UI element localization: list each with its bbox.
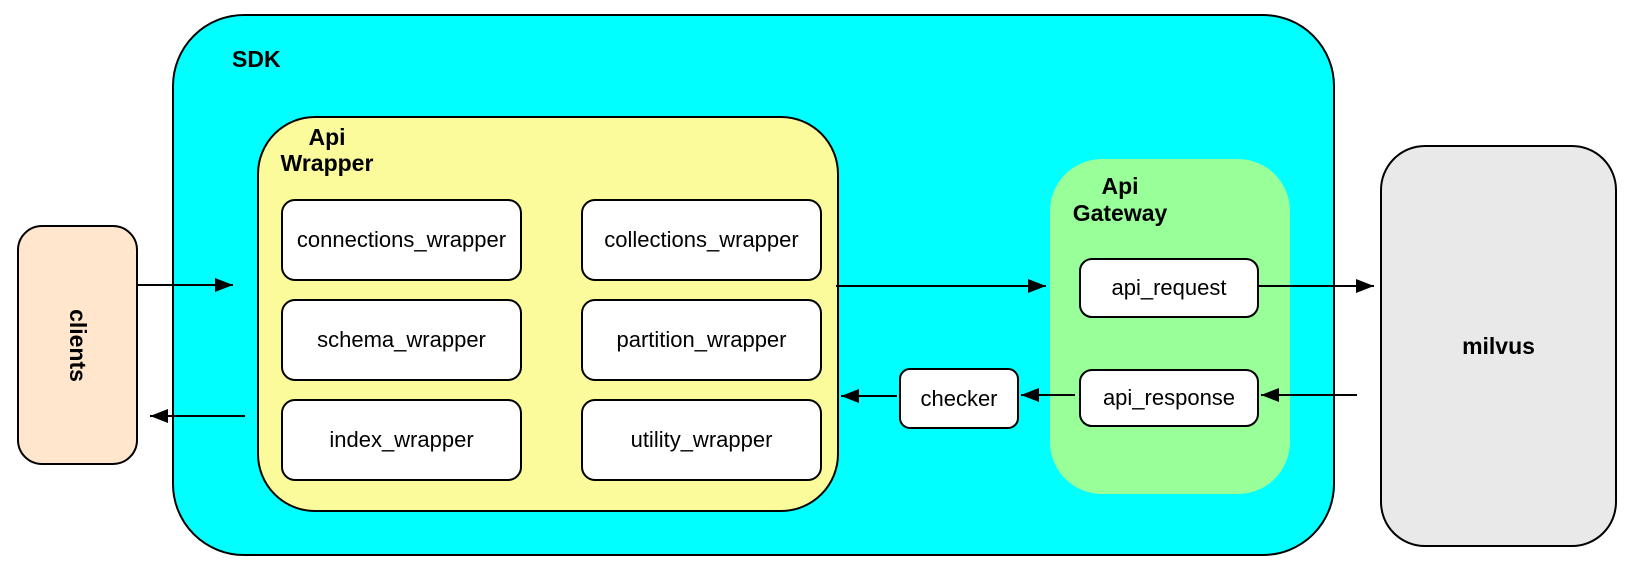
checker-node: checker (899, 368, 1019, 429)
index-wrapper-node: index_wrapper (281, 399, 522, 481)
partition-wrapper-node: partition_wrapper (581, 299, 822, 381)
sdk-label: SDK (232, 46, 281, 72)
clients-label: clients (65, 308, 91, 382)
api-gateway-container: Api Gateway api_request api_response (1050, 159, 1290, 494)
api-wrapper-container: Api Wrapper connections_wrapper collecti… (257, 116, 839, 512)
api-gateway-label-line2: Gateway (1072, 200, 1168, 226)
api-response-node: api_response (1079, 369, 1259, 427)
clients-node: clients (17, 225, 138, 465)
api-wrapper-label-line1: Api (308, 124, 346, 150)
utility-wrapper-node: utility_wrapper (581, 399, 822, 481)
api-wrapper-label-line2: Wrapper (280, 150, 374, 176)
milvus-node: milvus (1380, 145, 1617, 547)
schema-wrapper-node: schema_wrapper (281, 299, 522, 381)
collections-wrapper-node: collections_wrapper (581, 199, 822, 281)
api-request-node: api_request (1079, 258, 1259, 318)
api-gateway-label-line1: Api (1101, 173, 1139, 199)
api-gateway-label: Api Gateway (1050, 173, 1190, 227)
sdk-container: SDK Api Wrapper connections_wrapper coll… (172, 14, 1335, 556)
connections-wrapper-node: connections_wrapper (281, 199, 522, 281)
milvus-label: milvus (1462, 332, 1535, 359)
api-wrapper-label: Api Wrapper (267, 124, 387, 176)
